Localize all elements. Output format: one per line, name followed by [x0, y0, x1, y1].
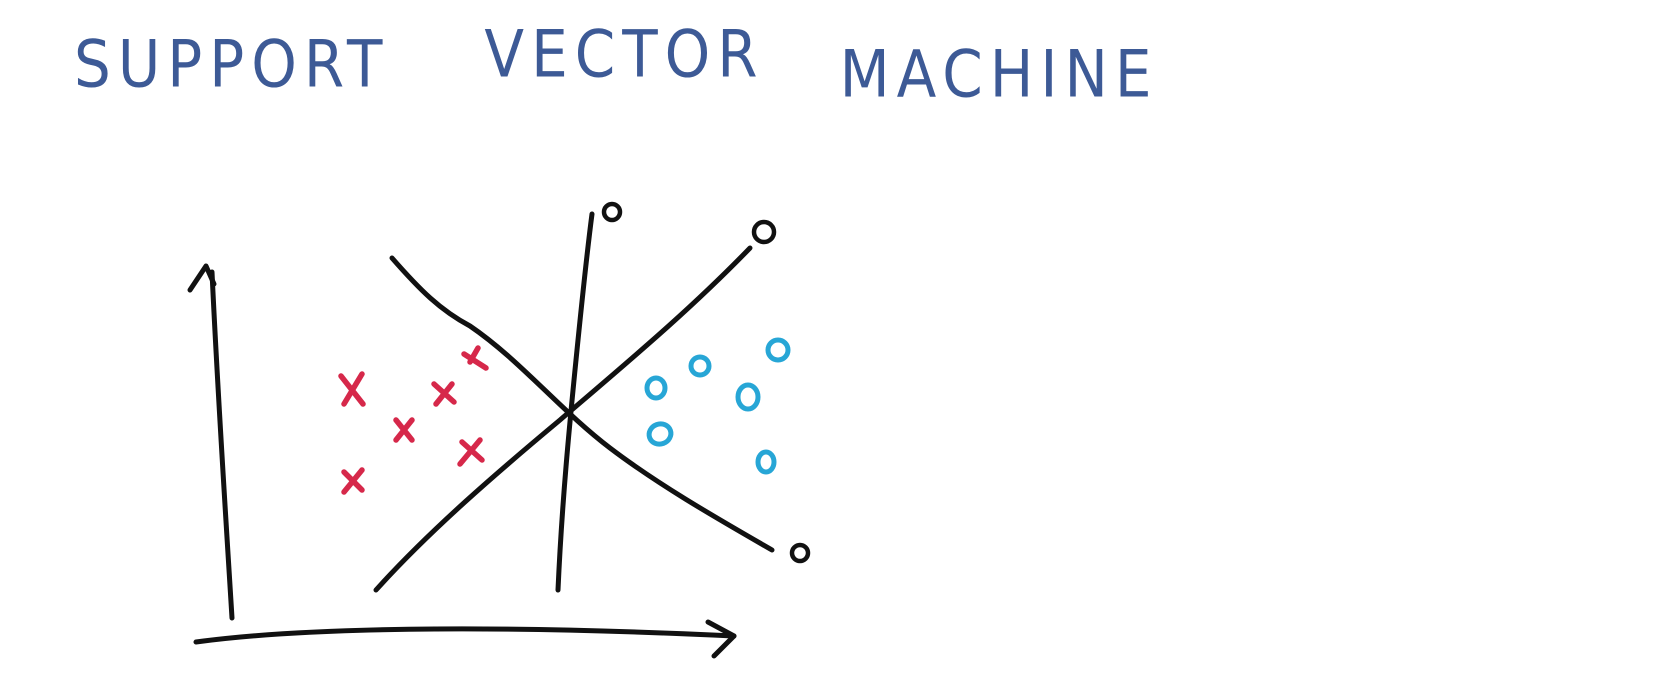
separating-lines: [373, 201, 811, 593]
line-end-circle-upper-right: [751, 219, 777, 245]
title-word-support: SUPPORT: [74, 25, 390, 102]
axes: [187, 263, 737, 659]
x-marker: [341, 467, 365, 495]
x-axis: [193, 626, 737, 645]
title-word-vector: VECTOR: [484, 15, 765, 92]
title-word-machine: MACHINE: [839, 35, 1159, 112]
o-marker: [644, 375, 668, 401]
o-marker: [646, 421, 674, 447]
line-end-circle-top: [601, 201, 623, 223]
o-marker: [755, 449, 777, 475]
separator-line-vertical: [555, 211, 595, 593]
x-marker: [393, 417, 415, 443]
x-marker: [457, 437, 485, 467]
o-marker: [735, 382, 761, 412]
y-axis-arrowhead: [187, 263, 217, 293]
x-marker: [431, 381, 457, 407]
separator-line-falling: [389, 255, 775, 553]
x-marker: [338, 371, 366, 407]
o-marker: [765, 337, 791, 363]
class-o-points: [644, 337, 791, 475]
class-x-points: [338, 345, 489, 495]
y-axis: [209, 269, 235, 621]
line-end-circle-lower-right: [789, 542, 811, 564]
diagram-title: SUPPORT VECTOR MACHINE: [74, 16, 1174, 122]
o-marker: [688, 354, 712, 378]
x-axis-arrowhead: [705, 619, 737, 659]
separator-line-rising: [373, 245, 753, 593]
x-marker: [461, 345, 489, 371]
